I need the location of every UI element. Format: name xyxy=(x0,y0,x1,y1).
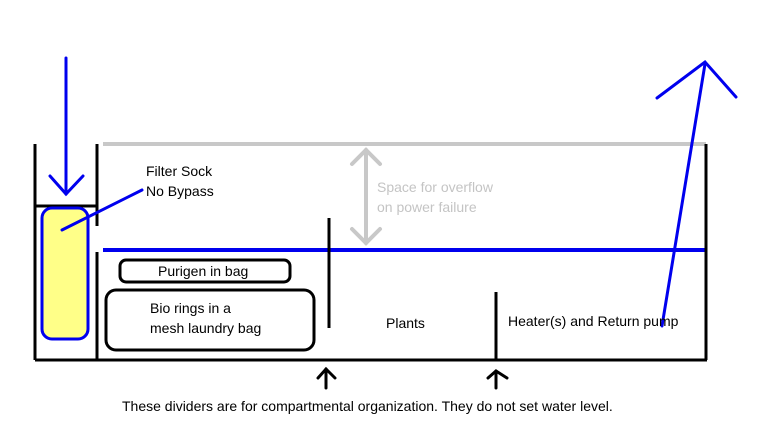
purigen-label: Purigen in bag xyxy=(158,263,248,279)
filter-sock xyxy=(40,206,90,341)
filter-sock-label-line1: Filter Sock xyxy=(146,163,213,179)
sump-tank-outline xyxy=(33,144,708,362)
bio-rings-label-line2: mesh laundry bag xyxy=(150,320,261,336)
heater-pump-label: Heater(s) and Return pump xyxy=(508,313,679,329)
bio-rings-bag xyxy=(104,288,316,352)
overflow-label-line2: on power failure xyxy=(377,199,477,215)
bio-rings-label-line1: Bio rings in a xyxy=(150,300,231,316)
purigen-bag xyxy=(118,258,292,284)
inflow-arrow xyxy=(48,56,85,197)
filter-sock-pointer xyxy=(60,188,144,232)
plants-label: Plants xyxy=(386,315,425,331)
dividers-footnote: These dividers are for compartmental org… xyxy=(122,398,613,414)
divider-pointer-arrow-left xyxy=(316,366,337,390)
overflow-label-line1: Space for overflow xyxy=(377,179,494,195)
return-outflow-arrow xyxy=(655,59,738,328)
filter-sock-label-line2: No Bypass xyxy=(146,183,214,199)
overflow-double-arrow xyxy=(350,147,382,246)
divider-pointer-arrow-right xyxy=(486,369,509,390)
